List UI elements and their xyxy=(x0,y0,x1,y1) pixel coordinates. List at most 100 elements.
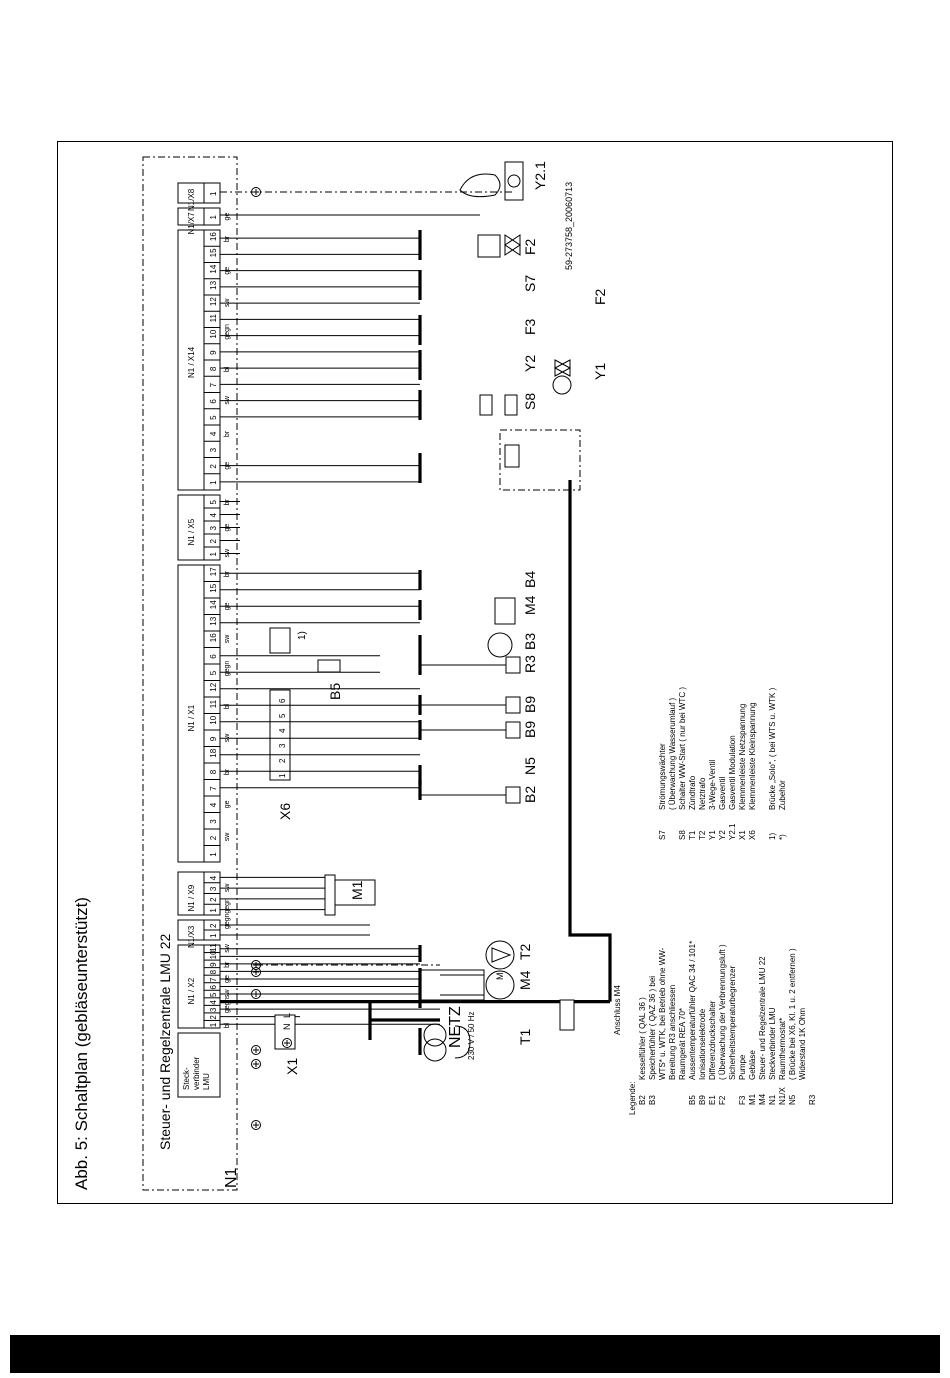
legend-text: Klemmenleiste Netzspannung xyxy=(738,704,747,810)
connector-pin-x14-14: 14 xyxy=(209,264,218,273)
component-label-B5: B9 xyxy=(522,696,538,713)
connector-pin-x2-11: 11 xyxy=(209,943,218,952)
component-label-M4b: B3 xyxy=(522,633,538,650)
component-label-B2: B2 xyxy=(522,786,538,803)
component-label-Y1: Y1 xyxy=(592,363,608,380)
transformer-T1-coil-b xyxy=(423,1023,447,1047)
connector-pin-x1-7: 7 xyxy=(209,786,218,791)
connector-pin-x1-12: 12 xyxy=(209,682,218,691)
valve-Y1-icon xyxy=(553,359,572,377)
legend-text: Pumpe xyxy=(738,1054,747,1080)
legend-code: X1 xyxy=(738,830,747,840)
component-label-S7: F3 xyxy=(522,318,538,335)
component-label-X6: X6 xyxy=(277,803,293,820)
connector-label-x2: N1 / X2 xyxy=(187,977,196,1004)
legend-text: Zubehör xyxy=(778,780,787,810)
wire-color-tag: br xyxy=(224,235,231,242)
legend-code: B2 xyxy=(638,1095,647,1105)
pump-M1 xyxy=(485,940,515,970)
motor-Y1 xyxy=(552,375,572,395)
legend-text: Schalter WW-Start ( nur bei WTC ) xyxy=(678,687,687,810)
component-label-B9: B9 xyxy=(522,721,538,738)
wire-color-tag: br xyxy=(224,430,231,437)
wire-color-tag: sw xyxy=(224,989,231,999)
legend-text: ( Überwachung Wasserumlauf ) xyxy=(668,697,677,810)
component-sub-NETZ: 230 V / 50 Hz xyxy=(467,1012,476,1060)
legend-text: Steckverbinder LMU xyxy=(768,1007,777,1080)
terminal-x1-l: L xyxy=(282,1013,292,1018)
legend-code: R3 xyxy=(808,1094,817,1105)
legend-code: F2 xyxy=(718,1095,727,1105)
component-label-E1: Y2.1 xyxy=(532,161,548,190)
component-label-T2: M1 xyxy=(349,880,365,900)
wire-color-tag: sw xyxy=(224,548,231,558)
connector-pin-x1-11: 11 xyxy=(209,699,218,708)
motor-M4-leads xyxy=(440,974,484,996)
connector-pin-x2-4: 4 xyxy=(209,1000,218,1005)
connector-pin-x1-10: 10 xyxy=(209,715,218,724)
wire-color-tag: bl xyxy=(224,703,231,709)
legend-text: Speicherfühler ( QAZ 36 ) bei xyxy=(648,976,657,1080)
connector-pin-x2-6: 6 xyxy=(209,985,218,990)
terminal-x6-pin: 3 xyxy=(278,743,287,748)
electrode-E1-housing xyxy=(504,161,524,201)
wire-color-tag: gegn xyxy=(224,898,231,914)
connector-label-x5: N1 / X5 xyxy=(187,518,196,545)
connector-pin-x1-8: 8 xyxy=(209,769,218,774)
connector-pin-x2-5: 5 xyxy=(209,992,218,997)
legend-text: Sicherheitstemperaturbegrenzer xyxy=(728,965,737,1080)
connector-pin-x1-17: 17 xyxy=(209,567,218,576)
connector-pin-x5-3: 3 xyxy=(209,526,218,531)
motor-M4 xyxy=(485,970,515,1000)
wire-color-tag: ge xyxy=(224,213,231,221)
connector-label-x7: N1/X7 xyxy=(187,212,196,235)
wire-color-tag: ge xyxy=(224,800,231,808)
legend-code: T1 xyxy=(688,830,697,840)
component-label-T1: T1 xyxy=(517,1028,533,1045)
connector-pin-x3-1: 1 xyxy=(209,933,218,938)
legend-text: Ionisationselektrode xyxy=(698,1008,707,1080)
connector-pin-x9-3: 3 xyxy=(209,886,218,891)
relay-Y1 xyxy=(504,444,520,468)
bridge-note-1 xyxy=(269,627,291,654)
wire-color-tag: bl xyxy=(224,366,231,372)
wire-color-tag: sw xyxy=(224,832,231,842)
legend-code: X6 xyxy=(748,830,757,840)
anschluss-M4-plug xyxy=(559,999,575,1031)
connector-label-x1: N1 / X1 xyxy=(187,704,196,731)
component-label-X1: X1 xyxy=(284,1058,300,1075)
legend-text: ( Überwachung der Verbrennungsluft ) xyxy=(718,944,727,1080)
connector-pin-x14-4: 4 xyxy=(209,431,218,436)
ground-icon xyxy=(251,989,261,999)
connector-pin-x1-2: 2 xyxy=(209,835,218,840)
legend-code: T2 xyxy=(698,830,707,840)
transformer-T1-coil-a xyxy=(423,1038,447,1062)
connector-pin-x9-4: 4 xyxy=(209,875,218,880)
connector-label-x3: N1/X3 xyxy=(187,925,196,948)
legend-text: Netztrafo xyxy=(698,777,707,810)
main-bus-line xyxy=(568,480,612,1002)
connector-pin-x14-12: 12 xyxy=(209,297,218,306)
control-unit-outline xyxy=(142,156,238,1191)
connector-pin-x9-1: 1 xyxy=(209,908,218,913)
transformer-T2-lead xyxy=(335,879,376,906)
ground-icon xyxy=(251,187,261,197)
legend-code: B9 xyxy=(698,1095,707,1105)
connector-pin-x14-16: 16 xyxy=(209,232,218,241)
connector-pin-x2-10: 10 xyxy=(209,950,218,959)
connector-pin-x1-13: 13 xyxy=(209,616,218,625)
wire-color-tag: sw xyxy=(224,634,231,644)
connector-pin-x2-3: 3 xyxy=(209,1007,218,1012)
connector-pin-x1-9: 9 xyxy=(209,736,218,741)
connector-label-cell-x2 xyxy=(177,944,205,1029)
connector-pin-x14-1: 1 xyxy=(209,480,218,485)
connector-pin-x1-5: 5 xyxy=(209,670,218,675)
connector-pin-x2-7: 7 xyxy=(209,977,218,982)
connector-label-cell-x8 xyxy=(177,182,205,204)
component-label-F2b: F2 xyxy=(592,288,608,305)
sensor-B3 xyxy=(505,656,521,674)
component-label-B4: M4 xyxy=(522,595,538,615)
unit-label-n1: N1 xyxy=(223,1167,240,1188)
component-label-Y2: S8 xyxy=(522,393,538,410)
plug-header-text: LMU xyxy=(202,1073,211,1090)
